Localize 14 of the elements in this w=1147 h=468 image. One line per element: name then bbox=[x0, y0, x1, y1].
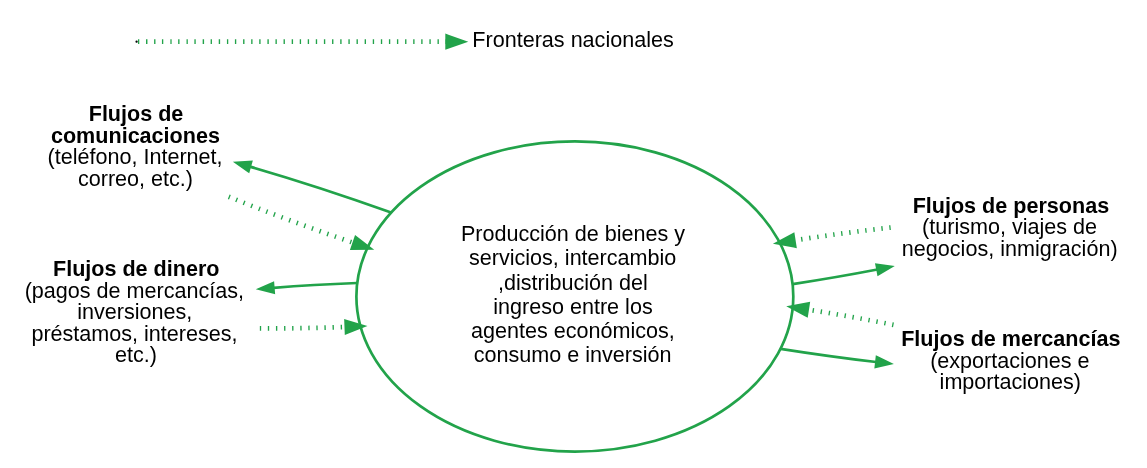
arrow bbox=[772, 224, 891, 248]
arrow bbox=[138, 33, 469, 50]
node-text: Flujos de mercancías (exportaciones e importaciones) bbox=[901, 325, 1121, 394]
node-text: Flujos de comunicaciones (teléfono, Internet, correo, etc.) bbox=[47, 100, 223, 191]
node-text: Flujos de dinero (pagos de mercancías, inversiones, préstamos, intereses, etc.) bbox=[24, 255, 245, 367]
arrow bbox=[259, 318, 368, 335]
arrow bbox=[255, 280, 358, 294]
arrow bbox=[786, 301, 894, 327]
arrow bbox=[780, 347, 894, 368]
arrow bbox=[227, 194, 375, 250]
node-text: Flujos de personas (turismo, viajes de negocios, inmigración) bbox=[901, 192, 1118, 261]
arrow bbox=[232, 160, 392, 214]
node-text: Fronteras nacionales bbox=[472, 26, 674, 52]
arrow bbox=[792, 262, 895, 285]
